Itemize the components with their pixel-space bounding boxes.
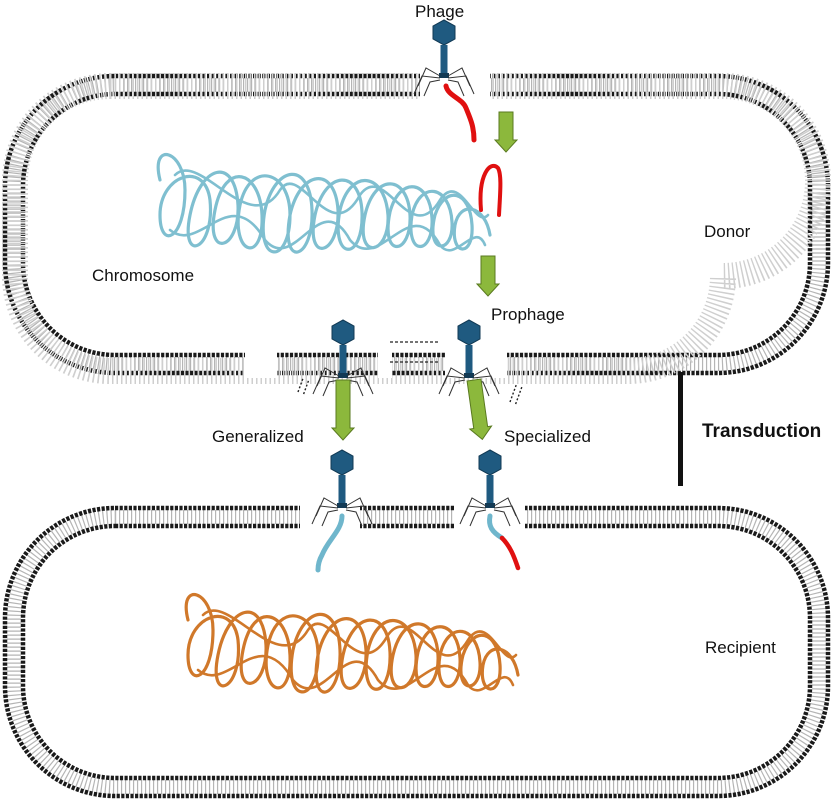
donor-phage-dna [478,164,503,217]
injected-dna-specialized-phage [499,535,521,571]
label-generalized: Generalized [212,427,304,446]
arrow-specialized [466,378,493,441]
injected-dna-generalized [315,513,345,573]
injected-dna-specialized-host [487,513,505,541]
arrow-to-prophage [475,255,501,297]
recipient-chromosome [184,592,520,694]
injected-phage-dna-top [443,83,477,143]
membrane-layers [2,73,831,799]
arrow-generalized [330,379,356,441]
donor-chromosome [156,152,492,254]
label-chromosome: Chromosome [92,266,195,285]
donor-cell-membrane [1,73,831,384]
label-phage: Phage [415,2,465,21]
recipient-membrane-bilayer [2,505,831,799]
label-donor: Donor [704,222,751,241]
label-transduction: Transduction [702,421,822,442]
label-prophage: Prophage [491,305,565,324]
donor-membrane-bilayer [2,73,831,376]
label-recipient: Recipient [705,638,776,657]
transduction-bracket [678,372,683,486]
arrow-inject-to-integrate [493,111,519,153]
process-arrows [330,111,519,441]
label-specialized: Specialized [504,427,591,446]
